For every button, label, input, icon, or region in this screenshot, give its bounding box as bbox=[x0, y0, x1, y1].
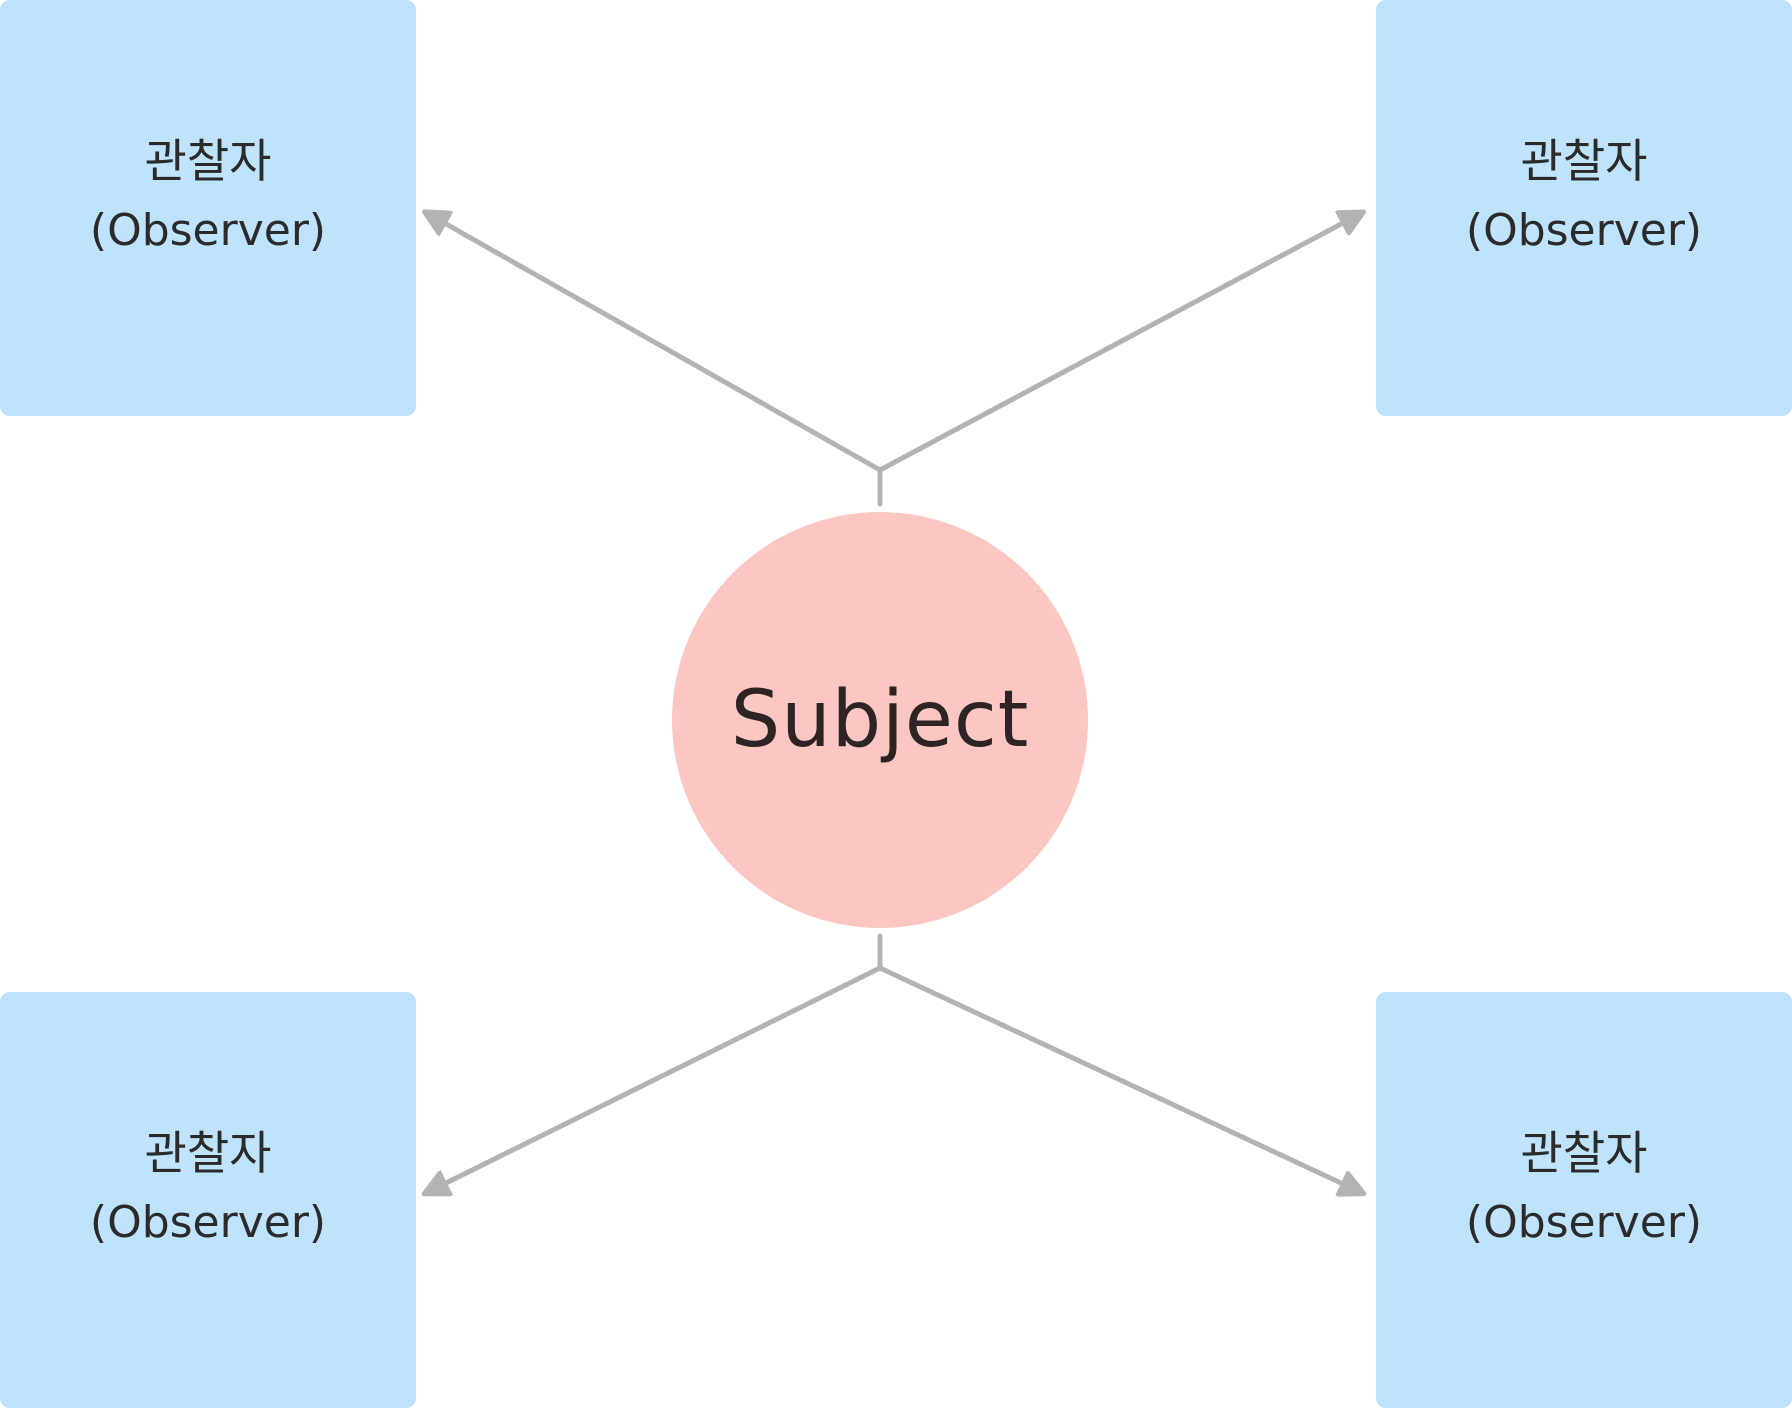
arrow-to-top-left-observer bbox=[432, 216, 883, 473]
observer-label-korean: 관찰자 bbox=[1520, 134, 1648, 188]
observer-box-top-left: 관찰자 (Observer) bbox=[0, 0, 416, 416]
observer-label-korean: 관찰자 bbox=[144, 1126, 272, 1180]
observer-box-bottom-right: 관찰자 (Observer) bbox=[1376, 992, 1792, 1408]
arrow-to-bottom-left-observer bbox=[432, 965, 883, 1190]
observer-label-korean: 관찰자 bbox=[1520, 1126, 1648, 1180]
observer-label-english: (Observer) bbox=[1465, 205, 1703, 256]
arrow-to-top-right-observer bbox=[877, 216, 1356, 473]
observer-box-bottom-left: 관찰자 (Observer) bbox=[0, 992, 416, 1408]
observer-label-english: (Observer) bbox=[89, 1197, 327, 1248]
observer-box-top-right: 관찰자 (Observer) bbox=[1376, 0, 1792, 416]
subject-node: Subject bbox=[672, 512, 1088, 928]
observer-label-korean: 관찰자 bbox=[144, 134, 272, 188]
arrow-to-bottom-right-observer bbox=[877, 965, 1356, 1190]
observer-label-english: (Observer) bbox=[89, 205, 327, 256]
subject-label: Subject bbox=[730, 675, 1030, 765]
observer-label-english: (Observer) bbox=[1465, 1197, 1703, 1248]
